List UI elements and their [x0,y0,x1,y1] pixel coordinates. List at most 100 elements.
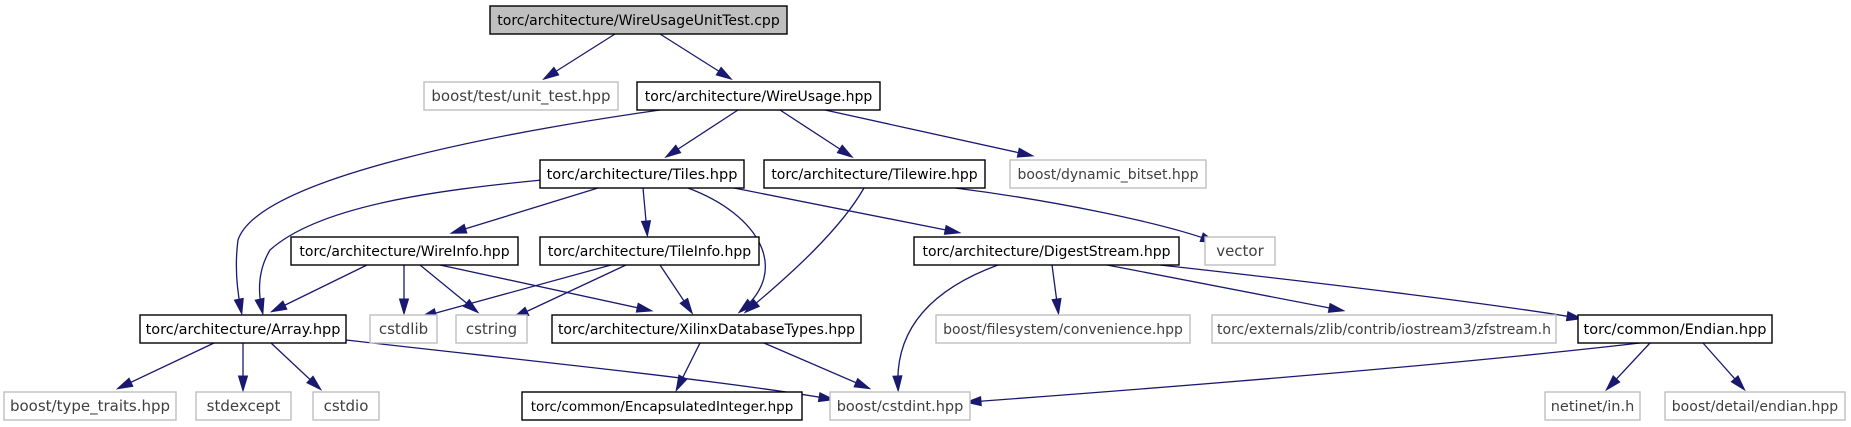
edge-arrowhead [743,298,761,314]
edge-n3-to-n8 [733,187,962,235]
graph-node[interactable]: torc/architecture/WireInfo.hpp [290,236,519,266]
graph-node[interactable]: torc/architecture/Tiles.hpp [539,159,745,189]
edge-line [274,264,368,311]
graph-node[interactable]: torc/architecture/Array.hpp [139,314,347,344]
node-label: boost/cstdint.hpp [837,399,964,415]
graph-root-node: torc/architecture/WireUsageUnitTest.cpp [489,5,788,35]
node-label: cstring [466,320,517,338]
edge-line [687,187,766,311]
edge-n0-to-n2 [659,33,733,81]
graph-node[interactable]: torc/architecture/XilinxDatabaseTypes.hp… [551,314,862,344]
node-label: torc/architecture/DigestStream.hpp [922,244,1170,260]
edge-arrowhead [943,224,962,235]
graph-node: cstring [455,314,528,344]
edge-line [954,187,1213,242]
node-label: boost/type_traits.hpp [10,397,170,416]
graph-node: boost/test/unit_test.hpp [423,81,619,111]
edge-arrowhead [1016,147,1035,158]
edge-n4-to-n9 [954,187,1218,243]
node-label: boost/dynamic_bitset.hpp [1017,167,1198,183]
node-box [3,391,177,421]
edge-arrowhead [664,144,682,159]
graph-node: stdexcept [195,391,292,421]
graph-node[interactable]: torc/architecture/TileInfo.hpp [539,236,760,266]
edge-arrowhead [1051,297,1062,316]
edge-line [258,179,543,311]
graph-node: boost/filesystem/convenience.hpp [935,314,1191,344]
edge-n3-to-n7 [640,187,652,238]
edge-arrowhead [892,375,903,393]
edge-line [439,264,649,311]
node-box [369,314,438,344]
graph-node: netinet/in.h [1544,391,1641,421]
node-box [290,236,519,266]
edge-arrowhead [269,300,288,313]
node-box [1009,159,1207,189]
edge-line [419,264,476,311]
edge-line [120,342,215,388]
edge-arrowhead [233,297,244,316]
graph-node[interactable]: torc/common/EncapsulatedInteger.hpp [521,391,803,421]
node-label: torc/architecture/Tilewire.hpp [771,167,977,183]
edge-n2-to-n10 [233,109,661,316]
node-label: netinet/in.h [1551,399,1635,415]
edge-line [516,264,627,317]
node-label: torc/architecture/XilinxDatabaseTypes.hp… [558,322,855,338]
edge-line [824,109,1030,156]
node-box [1211,314,1557,344]
node-label: torc/common/EncapsulatedInteger.hpp [531,399,794,415]
edge-arrowhead [635,302,654,313]
edge-line [1159,264,1579,319]
edge-arrowhead [836,144,854,159]
edge-n8-to-n14 [1051,264,1062,316]
edge-line [659,33,729,78]
graph-node[interactable]: torc/architecture/DigestStream.hpp [913,236,1180,266]
edge-n6-to-n10 [269,264,368,313]
edge-n3-to-n13 [687,187,766,314]
edge-arrowhead [115,377,134,390]
node-box [1577,314,1773,344]
edge-n3-to-n10 [254,179,543,316]
edge-n10-to-n19 [270,342,323,391]
node-box [763,159,986,189]
node-label: torc/architecture/Array.hpp [146,322,341,338]
node-label: boost/test/unit_test.hpp [431,87,610,106]
node-label: cstdio [324,397,369,415]
edge-line [733,187,957,233]
edge-arrowhead [542,66,560,81]
edge-arrowhead [715,66,733,81]
edge-n2-to-n3 [664,109,739,159]
graph-node[interactable]: torc/architecture/Tilewire.hpp [763,159,986,189]
graph-node: cstdlib [369,314,438,344]
edge-n2-to-n5 [824,109,1035,158]
edge-n13-to-n20 [675,342,701,393]
graph-node: torc/externals/zlib/contrib/iostream3/zf… [1211,314,1557,344]
edge-arrowhead [640,220,652,238]
node-box [521,391,803,421]
edge-arrowhead [306,375,323,391]
node-box [1544,391,1641,421]
edge-arrowhead [964,395,982,407]
edge-arrowhead [398,298,410,316]
edge-line [747,187,865,311]
edge-arrowhead [1327,302,1346,313]
edge-n16-to-n21 [964,342,1641,407]
edge-n6-to-n11 [398,265,410,316]
node-box [935,314,1191,344]
edge-n8-to-n15 [1106,264,1346,313]
edge-line [345,339,831,400]
edge-n16-to-n23 [1702,342,1746,392]
graph-node[interactable]: torc/common/Endian.hpp [1577,314,1773,344]
graph-node[interactable]: torc/architecture/WireUsage.hpp [636,81,881,111]
edge-arrowhead [737,298,755,314]
edge-n16-to-n22 [1605,342,1651,392]
node-box [195,391,292,421]
node-label: boost/filesystem/convenience.hpp [943,322,1183,338]
node-label: stdexcept [207,397,281,415]
node-label: cstdlib [379,320,428,338]
edge-arrowhead [675,374,688,393]
edge-arrowhead [462,298,480,314]
edge-arrowhead [853,377,872,390]
node-label: torc/architecture/TileInfo.hpp [548,244,751,260]
